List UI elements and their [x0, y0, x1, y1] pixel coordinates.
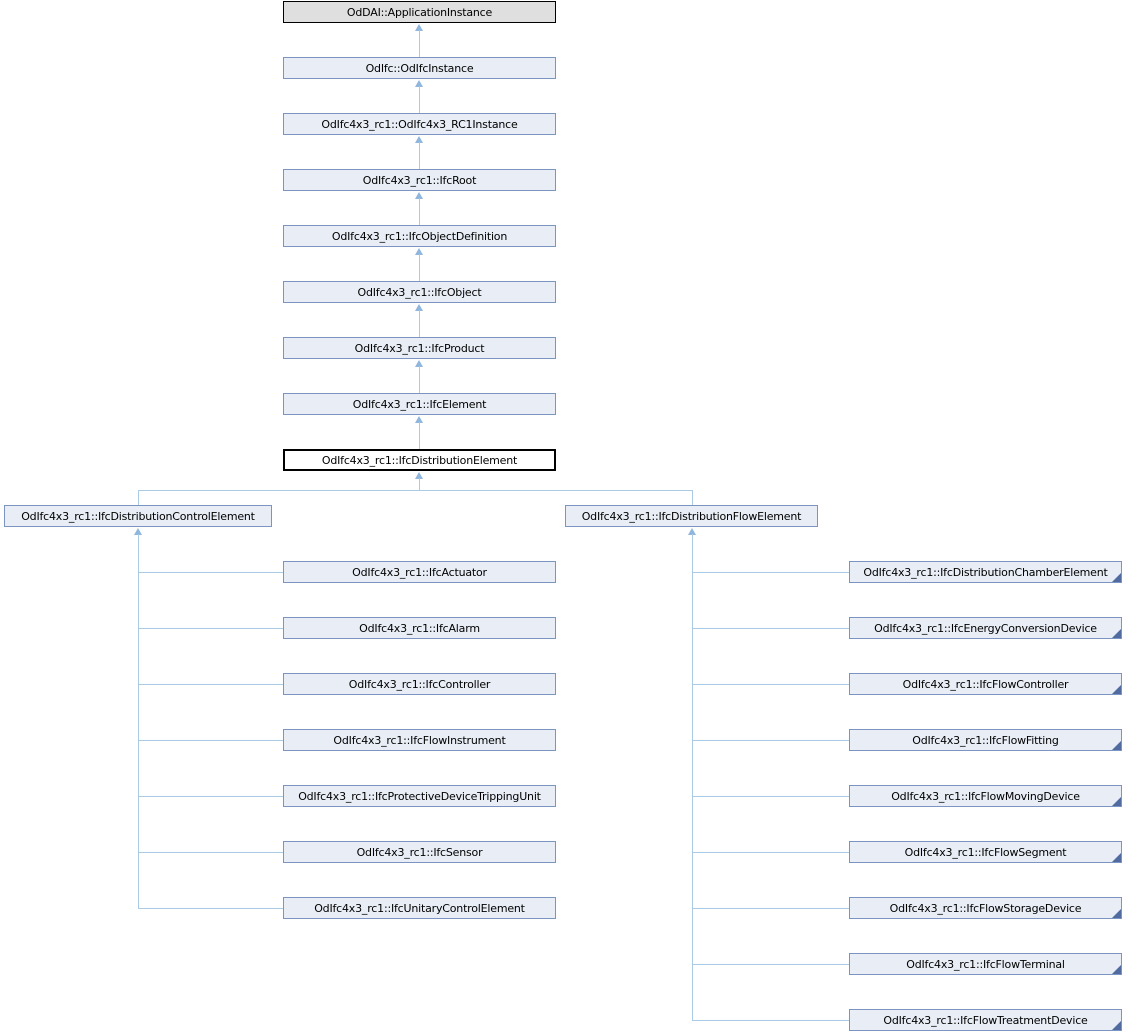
inheritance-arrowhead-icon [134, 528, 142, 535]
inheritance-edge-line [692, 964, 849, 965]
class-node-ifcroot[interactable]: OdIfc4x3_rc1::IfcRoot [283, 169, 556, 191]
inheritance-edge-line [138, 796, 283, 797]
class-node-ifcobjectdefinition[interactable]: OdIfc4x3_rc1::IfcObjectDefinition [283, 225, 556, 247]
inheritance-arrowhead-icon [415, 80, 423, 87]
class-node-application-instance: OdDAI::ApplicationInstance [283, 1, 556, 23]
class-node-ifcunitarycontrolelement[interactable]: OdIfc4x3_rc1::IfcUnitaryControlElement [283, 897, 556, 919]
inheritance-edge-line [419, 198, 420, 225]
inheritance-edge-line [692, 908, 849, 909]
has-subclasses-marker-icon [1112, 629, 1121, 638]
inheritance-edge-line [138, 572, 283, 573]
inheritance-edge-line [419, 422, 420, 449]
has-subclasses-marker-icon [1112, 909, 1121, 918]
class-node-ifcproduct[interactable]: OdIfc4x3_rc1::IfcProduct [283, 337, 556, 359]
inheritance-edge-line [419, 86, 420, 113]
node-label: OdIfc4x3_rc1::IfcFlowSegment [904, 845, 1067, 859]
has-subclasses-marker-icon [1112, 853, 1121, 862]
class-node-ifcflowtreatmentdevice[interactable]: OdIfc4x3_rc1::IfcFlowTreatmentDevice [849, 1009, 1122, 1031]
inheritance-edge-line [692, 1020, 849, 1021]
class-node-ifcflowfitting[interactable]: OdIfc4x3_rc1::IfcFlowFitting [849, 729, 1122, 751]
class-node-ifcdistributionflowelement[interactable]: OdIfc4x3_rc1::IfcDistributionFlowElement [565, 505, 818, 527]
class-node-ifcalarm[interactable]: OdIfc4x3_rc1::IfcAlarm [283, 617, 556, 639]
inheritance-edge-line [419, 254, 420, 281]
class-node-ifcactuator[interactable]: OdIfc4x3_rc1::IfcActuator [283, 561, 556, 583]
inheritance-edge-line [692, 796, 849, 797]
class-node-ifcflowmovingdevice[interactable]: OdIfc4x3_rc1::IfcFlowMovingDevice [849, 785, 1122, 807]
class-node-ifcobject[interactable]: OdIfc4x3_rc1::IfcObject [283, 281, 556, 303]
inheritance-edge-line [138, 684, 283, 685]
has-subclasses-marker-icon [1112, 965, 1121, 974]
inheritance-arrowhead-icon [415, 136, 423, 143]
node-label: OdIfc4x3_rc1::IfcEnergyConversionDevice [874, 621, 1097, 635]
inheritance-edge-line [138, 490, 692, 491]
inheritance-edge-line [138, 490, 139, 505]
class-node-ifcelement[interactable]: OdIfc4x3_rc1::IfcElement [283, 393, 556, 415]
class-node-ifcflowsegment[interactable]: OdIfc4x3_rc1::IfcFlowSegment [849, 841, 1122, 863]
node-label: OdIfc4x3_rc1::IfcFlowTerminal [906, 957, 1065, 971]
inheritance-edge-line [692, 740, 849, 741]
inheritance-edge-line [138, 908, 283, 909]
class-node-odifc4x3-rc1instance[interactable]: OdIfc4x3_rc1::OdIfc4x3_RC1Instance [283, 113, 556, 135]
inheritance-edge-line [692, 852, 849, 853]
inheritance-edge-line [138, 628, 283, 629]
inheritance-arrowhead-icon [415, 192, 423, 199]
has-subclasses-marker-icon [1112, 685, 1121, 694]
node-label: OdIfc4x3_rc1::IfcFlowMovingDevice [891, 789, 1080, 803]
inheritance-edge-line [138, 740, 283, 741]
inheritance-arrowhead-icon [415, 472, 423, 479]
inheritance-arrowhead-icon [415, 416, 423, 423]
node-label: OdIfc4x3_rc1::IfcFlowFitting [912, 733, 1059, 747]
node-label: OdIfc4x3_rc1::IfcDistributionChamberElem… [863, 565, 1108, 579]
inheritance-arrowhead-icon [415, 304, 423, 311]
inheritance-edge-line [419, 30, 420, 57]
class-node-ifcflowterminal[interactable]: OdIfc4x3_rc1::IfcFlowTerminal [849, 953, 1122, 975]
inheritance-edge-line [419, 366, 420, 393]
class-node-odifcinstance[interactable]: OdIfc::OdIfcInstance [283, 57, 556, 79]
inheritance-edge-line [138, 852, 283, 853]
class-node-ifcflowstoragedevice[interactable]: OdIfc4x3_rc1::IfcFlowStorageDevice [849, 897, 1122, 919]
class-node-ifcsensor[interactable]: OdIfc4x3_rc1::IfcSensor [283, 841, 556, 863]
has-subclasses-marker-icon [1112, 797, 1121, 806]
class-node-ifcenergyconversiondevice[interactable]: OdIfc4x3_rc1::IfcEnergyConversionDevice [849, 617, 1122, 639]
inheritance-edge-line [692, 572, 849, 573]
inheritance-arrowhead-icon [688, 528, 696, 535]
node-label: OdIfc4x3_rc1::IfcFlowTreatmentDevice [883, 1013, 1088, 1027]
inheritance-edge-line [419, 478, 420, 490]
class-node-ifcprotectivedevicetrippingunit[interactable]: OdIfc4x3_rc1::IfcProtectiveDeviceTrippin… [283, 785, 556, 807]
has-subclasses-marker-icon [1112, 741, 1121, 750]
inheritance-arrowhead-icon [415, 360, 423, 367]
has-subclasses-marker-icon [1112, 1021, 1121, 1030]
class-node-ifcdistributioncontrolelement[interactable]: OdIfc4x3_rc1::IfcDistributionControlElem… [4, 505, 272, 527]
inheritance-edge-line [138, 534, 139, 908]
has-subclasses-marker-icon [1112, 573, 1121, 582]
class-node-ifcflowinstrument[interactable]: OdIfc4x3_rc1::IfcFlowInstrument [283, 729, 556, 751]
node-label: OdIfc4x3_rc1::IfcFlowStorageDevice [889, 901, 1082, 915]
inheritance-edge-line [419, 142, 420, 169]
inheritance-edge-line [692, 628, 849, 629]
class-node-ifcdistributionchamberelement[interactable]: OdIfc4x3_rc1::IfcDistributionChamberElem… [849, 561, 1122, 583]
node-label: OdIfc4x3_rc1::IfcFlowController [902, 677, 1069, 691]
inheritance-arrowhead-icon [415, 248, 423, 255]
inheritance-edge-line [419, 310, 420, 337]
inheritance-arrowhead-icon [415, 24, 423, 31]
inheritance-edge-line [692, 684, 849, 685]
class-node-ifccontroller[interactable]: OdIfc4x3_rc1::IfcController [283, 673, 556, 695]
inheritance-edge-line [692, 534, 693, 1020]
inheritance-edge-line [692, 490, 693, 505]
class-node-ifcdistributionelement-current: OdIfc4x3_rc1::IfcDistributionElement [283, 449, 556, 471]
class-node-ifcflowcontroller[interactable]: OdIfc4x3_rc1::IfcFlowController [849, 673, 1122, 695]
